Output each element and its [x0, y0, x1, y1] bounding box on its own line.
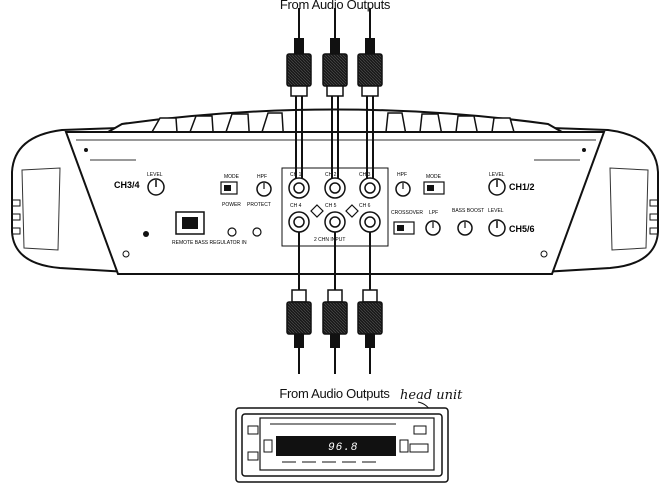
amp-label-level-left: LEVEL [147, 172, 163, 178]
rca-jacks-top [288, 177, 381, 199]
rca-plug-bottom-1 [286, 289, 312, 348]
amp-label-level-right: LEVEL [489, 172, 505, 178]
amp-label-ch2: CH 2 [325, 172, 337, 178]
bottom-rca-cables [298, 232, 371, 374]
amp-label-bass-boost: BASS BOOST [452, 208, 484, 214]
amp-label-ch3: CH 3 [359, 172, 371, 178]
amp-label-hpf-right: HPF [397, 172, 407, 178]
rca-plug-top-2 [322, 38, 348, 97]
rca-plug-bottom-2 [322, 289, 348, 348]
top-label: From Audio Outputs [279, 0, 391, 12]
rca-jacks-bottom [288, 211, 381, 233]
amp-label-mode-left: MODE [224, 174, 240, 180]
power-led [227, 227, 237, 237]
amp-label-crossover: CROSSOVER [391, 210, 423, 216]
top-rca-plugs [286, 38, 383, 97]
amp-label-level-sub: LEVEL [488, 208, 504, 214]
rca-plug-top-3 [357, 38, 383, 97]
amp-label-ch34: CH3/4 [114, 180, 140, 190]
bottom-label: From Audio Outputs [279, 386, 390, 401]
head-unit-display [276, 436, 396, 456]
head-unit-label: head unit [400, 388, 463, 403]
amp-label-ch56: CH5/6 [509, 224, 535, 234]
head-unit [235, 401, 449, 483]
protect-led [252, 227, 262, 237]
rca-plug-bottom-3 [357, 289, 383, 348]
amp-label-ch5: CH 5 [325, 203, 337, 209]
amp-label-ch6: CH 6 [359, 203, 371, 209]
amp-label-ch12: CH1/2 [509, 182, 535, 192]
head-unit-frequency: 96.8 [328, 442, 359, 454]
bottom-rca-plugs [286, 289, 383, 348]
amp-label-mode-right: MODE [426, 174, 442, 180]
amp-label-lpf: LPF [429, 210, 438, 216]
amp-label-protect: PROTECT [247, 202, 271, 208]
amp-label-hpf-left: HPF [257, 174, 267, 180]
amp-label-power: POWER [222, 202, 241, 208]
head-unit-eject-button[interactable] [413, 425, 427, 435]
amp-label-ch4: CH 4 [290, 203, 302, 209]
amp-label-remote-bass: REMOTE BASS REGULATOR IN [172, 240, 247, 246]
rca-plug-top-1 [286, 38, 312, 97]
amplifier: CH3/4 LEVEL REMOTE BASS REGULATOR IN POW… [11, 108, 659, 275]
amp-label-2chn-input: 2 CHN INPUT [314, 237, 345, 243]
top-rca-cables [295, 8, 374, 178]
